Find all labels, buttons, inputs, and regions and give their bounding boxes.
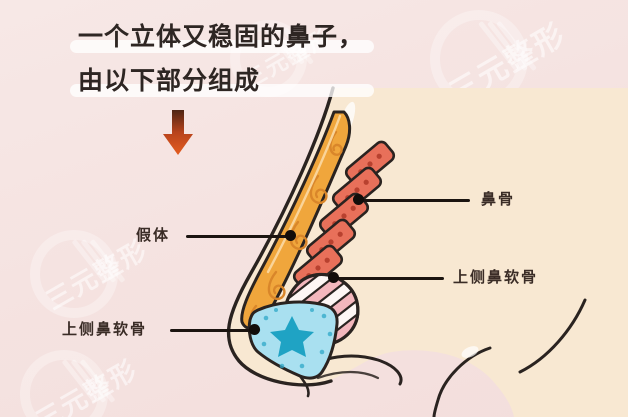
leader-dot-implant [285, 230, 296, 241]
leader-dot-upper-lateral-cartilage-right [328, 272, 339, 283]
implant-shape [240, 110, 352, 330]
label-implant: 假体 [136, 226, 171, 244]
headline-line-1: 一个立体又稳固的鼻子， [70, 20, 375, 54]
septal-cartilage-shape [247, 300, 339, 398]
down-arrow-icon [163, 110, 193, 155]
label-nasal-bone: 鼻骨 [481, 190, 516, 208]
leader-line-upper-lateral-cartilage-right [336, 277, 444, 280]
headline-line-1-text: 一个立体又稳固的鼻子， [78, 22, 365, 51]
label-upper-lateral-cartilage-left: 上侧鼻软骨 [62, 320, 148, 338]
headline: 一个立体又稳固的鼻子， 由以下部分组成 [70, 20, 375, 98]
label-upper-lateral-cartilage-right: 上侧鼻软骨 [453, 268, 539, 286]
leader-line-implant [186, 235, 290, 238]
leader-line-upper-lateral-cartilage-left [170, 329, 254, 332]
leader-line-nasal-bone [362, 199, 470, 202]
headline-line-2-text: 由以下部分组成 [78, 66, 261, 95]
headline-line-2: 由以下部分组成 [70, 64, 375, 98]
leader-dot-nasal-bone [353, 194, 364, 205]
leader-dot-upper-lateral-cartilage-left [249, 324, 260, 335]
